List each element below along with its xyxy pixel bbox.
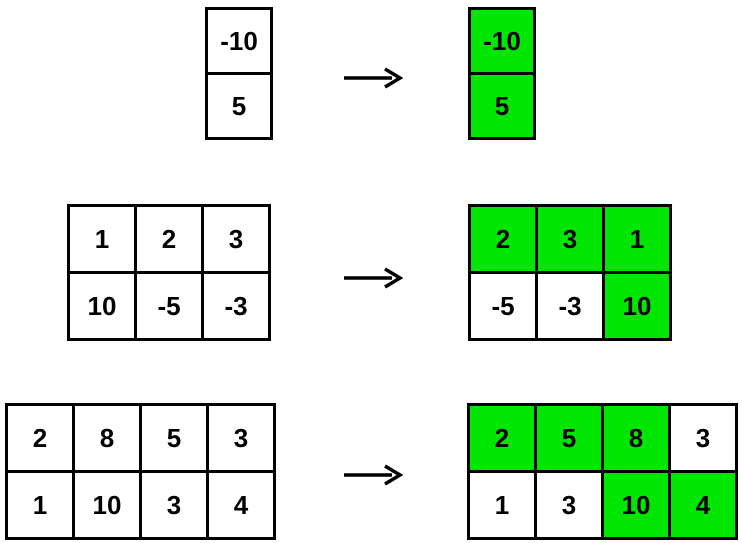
grid-cell: 10 <box>604 473 668 537</box>
grid-cell: -10 <box>471 10 533 72</box>
grid-cell: 2 <box>8 406 72 470</box>
grid-cell: 4 <box>671 473 735 537</box>
grid-cell: 10 <box>70 274 134 338</box>
grid-cell: 5 <box>142 406 206 470</box>
grid-cell: 3 <box>538 207 602 271</box>
grid-cell: 5 <box>537 406 601 470</box>
grid-cell: 5 <box>208 75 270 137</box>
grid-cell: 5 <box>471 75 533 137</box>
grid-cell: -10 <box>208 10 270 72</box>
grid-cell: 2 <box>470 406 534 470</box>
grid-cell: 1 <box>8 473 72 537</box>
grid-cell: 1 <box>470 473 534 537</box>
grid-cell: -5 <box>137 274 201 338</box>
arrow-right-icon <box>344 464 404 486</box>
grid-cell: 1 <box>605 207 669 271</box>
grid-cell: 2 <box>137 207 201 271</box>
grid-cell: 3 <box>671 406 735 470</box>
grid-cell: 8 <box>604 406 668 470</box>
grid-cell: 2 <box>471 207 535 271</box>
grid-cell: -3 <box>538 274 602 338</box>
grid-cell: -3 <box>204 274 268 338</box>
grid-cell: 3 <box>204 207 268 271</box>
arrow-right-icon <box>344 67 404 89</box>
grid-cell: 4 <box>209 473 273 537</box>
grid-cell: 3 <box>209 406 273 470</box>
arrow-right-icon <box>344 267 404 289</box>
grid-cell: -5 <box>471 274 535 338</box>
grid-cell: 3 <box>142 473 206 537</box>
grid-cell: 1 <box>70 207 134 271</box>
grid-cell: 10 <box>605 274 669 338</box>
grid-cell: 3 <box>537 473 601 537</box>
grid-cell: 8 <box>75 406 139 470</box>
grid-cell: 10 <box>75 473 139 537</box>
